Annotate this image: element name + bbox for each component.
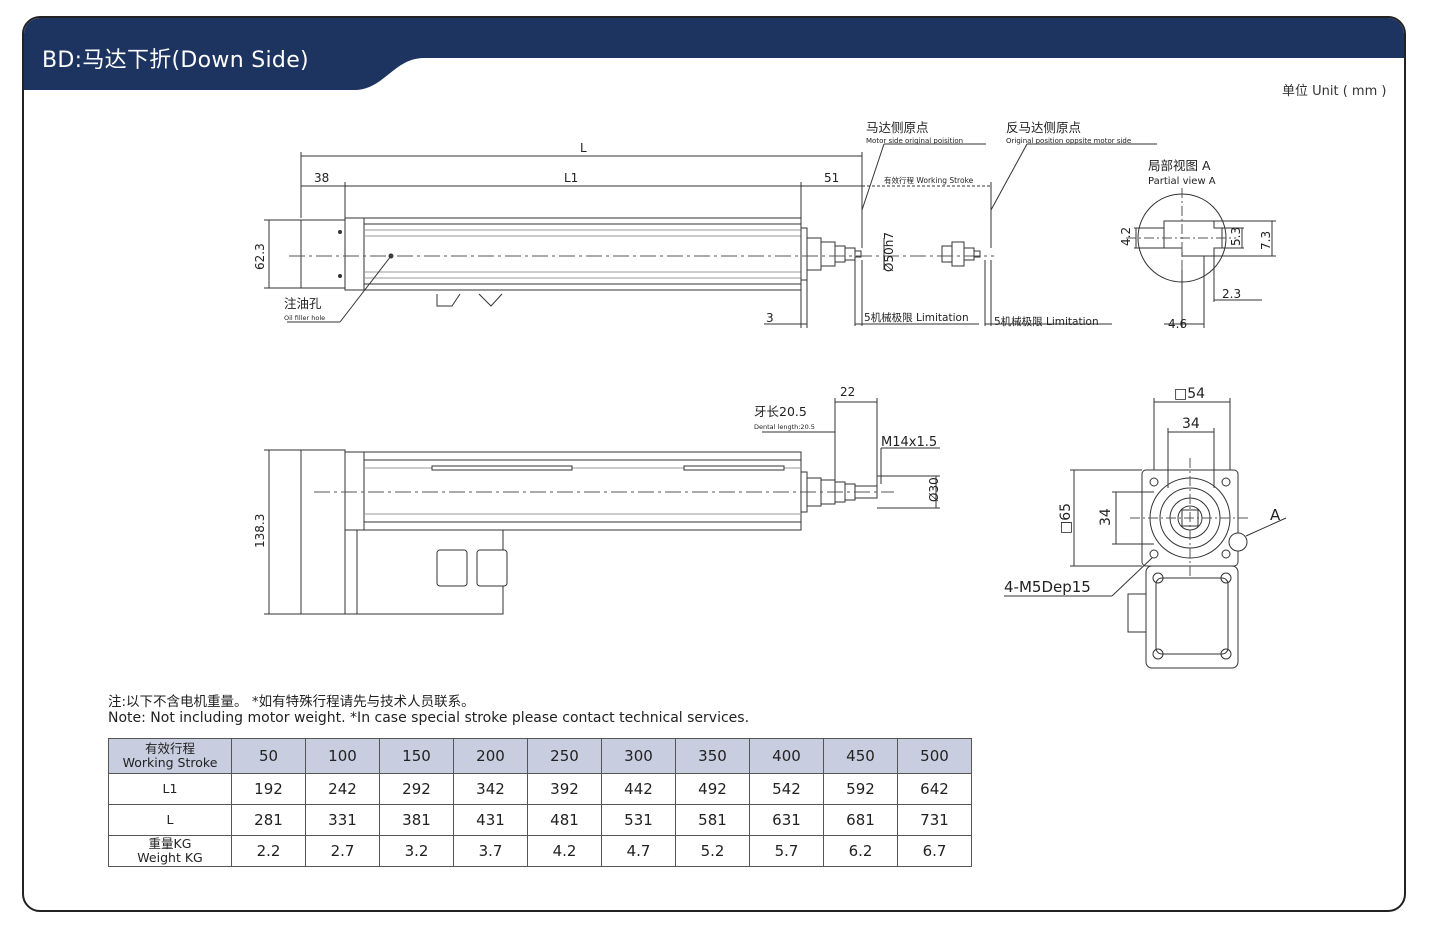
dim-22: 22 bbox=[840, 385, 855, 399]
limitation-2: 5机械极限 Limitation bbox=[994, 315, 1099, 328]
opp-origin-en: Original position oppsite motor side bbox=[1006, 137, 1131, 145]
table-cell: 3.2 bbox=[379, 835, 454, 867]
dim-diameter-30: Ø30 bbox=[927, 477, 941, 502]
table-row-weight: 重量KG Weight KG 2.2 2.7 3.2 3.7 4.2 4.7 5… bbox=[108, 835, 972, 867]
dim-38: 38 bbox=[314, 171, 329, 185]
table-cell: 431 bbox=[453, 804, 528, 836]
table-cell: 542 bbox=[749, 773, 824, 805]
dim-4-2: 4.2 bbox=[1119, 227, 1133, 246]
motor-origin-cn: 马达侧原点 bbox=[866, 120, 929, 135]
dim-sq65: □65 bbox=[1058, 503, 1074, 534]
motor-origin-en: Motor side original poisition bbox=[866, 137, 963, 145]
end-view bbox=[1004, 398, 1287, 669]
dim-7-3: 7.3 bbox=[1259, 231, 1273, 250]
table-cell: 331 bbox=[305, 804, 380, 836]
header-banner bbox=[24, 18, 1404, 90]
row-label: L bbox=[108, 804, 232, 836]
page-title: BD:马达下折(Down Side) bbox=[42, 48, 309, 73]
partial-title-cn: 局部视图 A bbox=[1148, 158, 1211, 173]
table-cell: 581 bbox=[675, 804, 750, 836]
header-en: Working Stroke bbox=[122, 755, 218, 770]
thread-spec: M14x1.5 bbox=[881, 435, 937, 450]
stroke-cell: 350 bbox=[675, 738, 750, 774]
row-label: 重量KG Weight KG bbox=[108, 835, 232, 867]
technical-drawing: L 38 L1 51 62.3 3 Ø50h7 马达侧原点 Motor side… bbox=[253, 120, 1287, 669]
dim-height-top: 62.3 bbox=[253, 243, 267, 270]
table-cell: 392 bbox=[527, 773, 602, 805]
table-cell: 242 bbox=[305, 773, 380, 805]
opp-origin-cn: 反马达侧原点 bbox=[1006, 120, 1081, 135]
stroke-cell: 100 bbox=[305, 738, 380, 774]
stroke-cell: 50 bbox=[231, 738, 306, 774]
table-cell: 342 bbox=[453, 773, 528, 805]
table-cell: 292 bbox=[379, 773, 454, 805]
table-cell: 592 bbox=[823, 773, 898, 805]
table-cell: 731 bbox=[897, 804, 972, 836]
dim-34-side: 34 bbox=[1098, 508, 1114, 526]
table-cell: 2.2 bbox=[231, 835, 306, 867]
table-cell: 4.2 bbox=[527, 835, 602, 867]
stroke-cell: 250 bbox=[527, 738, 602, 774]
dim-diameter-50: Ø50h7 bbox=[882, 232, 896, 272]
header-stroke-label: 有效行程 Working Stroke bbox=[108, 738, 232, 774]
row-label-cn: 重量KG bbox=[148, 836, 192, 851]
stroke-cell: 150 bbox=[379, 738, 454, 774]
table-cell: 642 bbox=[897, 773, 972, 805]
row-label-en: Weight KG bbox=[137, 850, 203, 865]
stroke-cell: 500 bbox=[897, 738, 972, 774]
table-cell: 681 bbox=[823, 804, 898, 836]
page-frame: BD:马达下折(Down Side) 单位 Unit ( mm ) bbox=[22, 16, 1406, 912]
table-cell: 492 bbox=[675, 773, 750, 805]
stroke-label: 有效行程 Working Stroke bbox=[884, 175, 974, 185]
oil-hole-en: Oil filler hole bbox=[284, 314, 325, 322]
limitation-1: 5机械极限 Limitation bbox=[864, 311, 969, 324]
side-view bbox=[264, 398, 940, 615]
thread-length-en: Dental length:20.5 bbox=[754, 423, 815, 431]
label-a: A bbox=[1270, 506, 1281, 524]
partial-title-en: Partial view A bbox=[1148, 176, 1216, 187]
table-cell: 281 bbox=[231, 804, 306, 836]
top-view bbox=[264, 143, 1157, 328]
note-cn: 注:以下不含电机重量。 *如有特殊行程请先与技术人员联系。 bbox=[108, 694, 475, 710]
dim-l1: L1 bbox=[564, 171, 578, 185]
dim-height-side: 138.3 bbox=[253, 514, 267, 548]
partial-view-a bbox=[1126, 188, 1276, 328]
table-cell: 6.2 bbox=[823, 835, 898, 867]
dim-sq54: □54 bbox=[1174, 386, 1205, 402]
table-cell: 481 bbox=[527, 804, 602, 836]
dim-51: 51 bbox=[824, 171, 839, 185]
header-cn: 有效行程 bbox=[144, 741, 195, 756]
table-cell: 2.7 bbox=[305, 835, 380, 867]
spec-table: 有效行程 Working Stroke 50 100 150 200 250 3… bbox=[108, 738, 972, 867]
stroke-cell: 400 bbox=[749, 738, 824, 774]
dim-5-3: 5.3 bbox=[1229, 227, 1243, 246]
stroke-cell: 200 bbox=[453, 738, 528, 774]
row-label: L1 bbox=[108, 773, 232, 805]
holes-spec: 4-M5Dep15 bbox=[1004, 578, 1091, 596]
note-en: Note: Not including motor weight. *In ca… bbox=[108, 710, 750, 726]
oil-hole-cn: 注油孔 bbox=[284, 296, 322, 311]
dim-4-6: 4.6 bbox=[1168, 317, 1187, 331]
table-cell: 381 bbox=[379, 804, 454, 836]
table-row-l: L 281 331 381 431 481 531 581 631 681 73… bbox=[108, 804, 972, 836]
table-cell: 531 bbox=[601, 804, 676, 836]
table-cell: 4.7 bbox=[601, 835, 676, 867]
table-cell: 442 bbox=[601, 773, 676, 805]
table-cell: 6.7 bbox=[897, 835, 972, 867]
table-header-row: 有效行程 Working Stroke 50 100 150 200 250 3… bbox=[108, 738, 972, 774]
dim-l: L bbox=[580, 141, 587, 155]
thread-length-cn: 牙长20.5 bbox=[754, 404, 807, 419]
table-cell: 3.7 bbox=[453, 835, 528, 867]
stroke-cell: 450 bbox=[823, 738, 898, 774]
dim-34-top: 34 bbox=[1182, 416, 1200, 432]
table-cell: 192 bbox=[231, 773, 306, 805]
dim-2-3: 2.3 bbox=[1222, 287, 1241, 301]
stroke-cell: 300 bbox=[601, 738, 676, 774]
unit-label: 单位 Unit ( mm ) bbox=[1282, 84, 1387, 99]
table-row-l1: L1 192 242 292 342 392 442 492 542 592 6… bbox=[108, 773, 972, 805]
dim-3: 3 bbox=[766, 311, 774, 325]
table-cell: 631 bbox=[749, 804, 824, 836]
table-cell: 5.7 bbox=[749, 835, 824, 867]
table-cell: 5.2 bbox=[675, 835, 750, 867]
